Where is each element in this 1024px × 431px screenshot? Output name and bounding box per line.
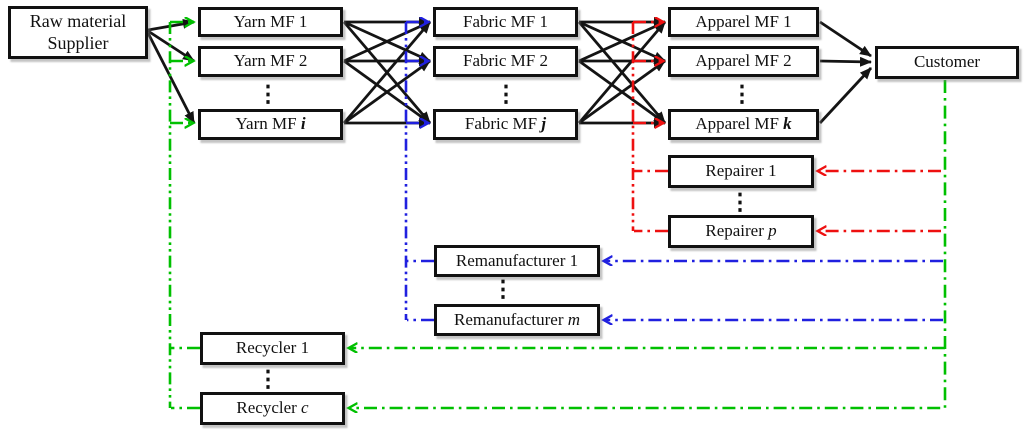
node-label-index-var: m [567,309,581,329]
node-customer: Customer [875,46,1019,79]
node-label: Apparel MF k [695,114,792,134]
node-remanufacturer-1: Remanufacturer 1 [434,245,600,277]
node-fabric-mf-2: Fabric MF 2 [433,46,578,77]
fabric-ellipsis: ⋮ [494,81,518,107]
recycler-ellipsis: ⋮ [256,366,280,392]
node-label: Apparel MF 1 [695,11,792,31]
node-label: Yarn MF 1 [233,11,308,31]
node-yarn-mf-2: Yarn MF 2 [198,46,343,77]
node-label: Repairer p [705,221,777,241]
edge-fabricj-apparel2 [578,59,666,125]
apparel-ellipsis: ⋮ [730,81,754,107]
node-apparel-mf-1: Apparel MF 1 [668,7,819,37]
node-label: Recycler 1 [235,338,310,358]
node-fabric-mf-1: Fabric MF 1 [433,7,578,37]
node-label: Recycler c [236,398,309,418]
node-label-index-var: i [300,114,306,134]
edge-fabric2-apparel1 [578,20,666,63]
repairer-ellipsis: ⋮ [728,189,752,215]
node-label: Yarn MF i [235,114,306,134]
edge-apparelk-customer [818,67,873,124]
edge-yarni-fabric1 [342,21,432,124]
node-yarn-mf-1: Yarn MF 1 [198,7,343,37]
node-apparel-mf-k: Apparel MF k [668,109,819,140]
yarn-ellipsis: ⋮ [256,81,280,107]
customer-return-recyclerc [349,80,947,408]
edge-yarni-fabric2 [343,59,431,125]
edge-supplier-yarni [146,32,196,124]
node-fabric-mf-j: Fabric MF j [433,109,578,140]
node-label-index-var: j [541,114,547,134]
edge-apparel2-customer [819,56,872,67]
node-label-index-var: p [768,221,777,241]
node-apparel-mf-2: Apparel MF 2 [668,46,819,77]
edge-fabricj-apparel1 [577,21,667,124]
node-label: Yarn MF 2 [233,51,308,71]
node-label: Repairer 1 [705,161,777,181]
node-recycler-1: Recycler 1 [200,332,345,365]
node-label: Remanufacturer 1 [455,250,579,270]
node-label: Fabric MF j [464,114,547,134]
node-label: Fabric MF 1 [463,11,548,31]
remanufacturer-ellipsis: ⋮ [491,276,515,302]
node-yarn-mf-i: Yarn MF i [198,109,343,140]
node-repairer-1: Repairer 1 [668,155,814,188]
node-label: Fabric MF 2 [463,51,548,71]
node-label: Remanufacturer m [453,309,581,329]
node-label: Apparel MF 2 [695,51,792,71]
node-label: Customer [913,52,981,72]
edge-apparel1-customer [819,20,872,58]
edge-yarn2-fabric1 [343,20,431,63]
node-repairer-p: Repairer p [668,215,814,248]
node-label-index-var: c [301,398,309,418]
node-label-index-var: k [783,114,792,134]
node-remanufacturer-m: Remanufacturer m [434,304,600,336]
node-recycler-c: Recycler c [200,392,345,425]
